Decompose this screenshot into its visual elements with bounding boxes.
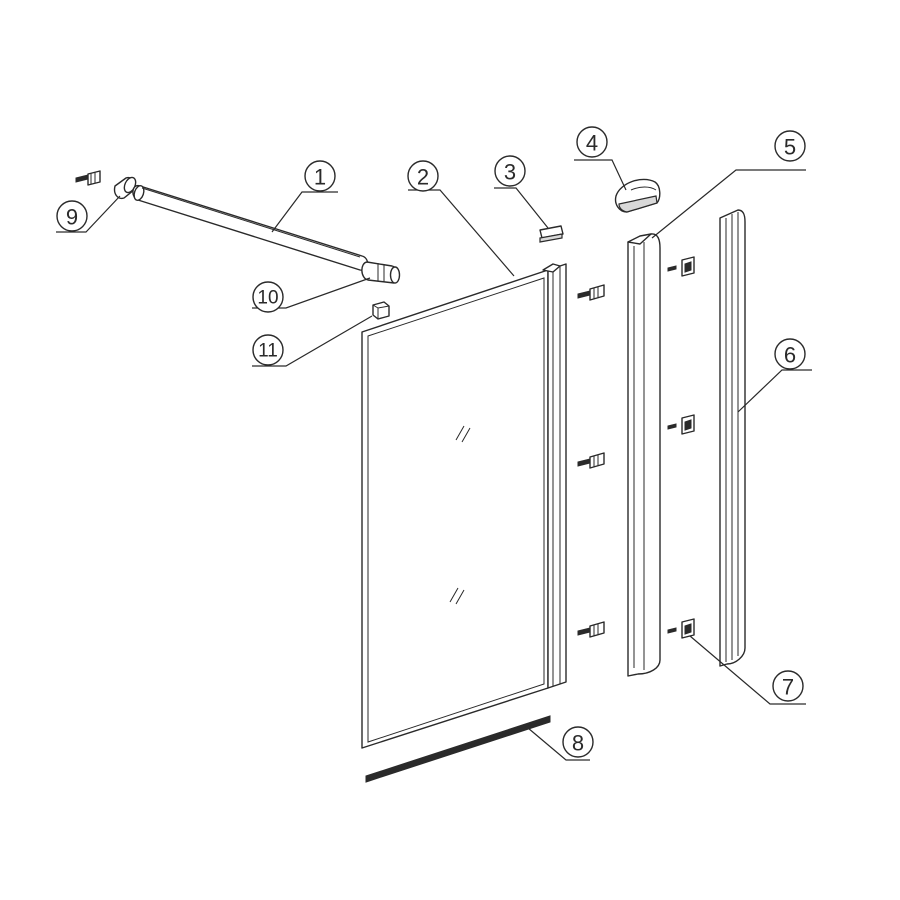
callout-8-label: 8 [572,731,584,756]
leader-9 [56,195,121,233]
leader-5 [651,169,806,239]
callout-11-label: 11 [258,341,278,362]
callout-10-label: 10 [257,288,278,309]
bracket-top [667,256,695,277]
callout-11: 11 [252,334,284,366]
leader-11 [252,315,373,367]
callout-1-label: 1 [314,165,326,190]
leader-8 [527,727,590,761]
wall-screws [577,284,605,638]
leader-lines [56,159,812,761]
callout-4: 4 [576,126,608,158]
callout-10: 10 [252,281,284,313]
part-4-top-cap [614,178,661,213]
part-2-glass-panel [361,263,567,749]
callout-8: 8 [562,726,594,758]
bracket-middle [667,414,695,435]
callout-6: 6 [774,338,806,370]
bracket-bottom [667,618,695,639]
part-10-bar-connector [361,261,401,284]
part-8-bottom-seal [365,715,551,783]
callout-3: 3 [494,155,526,187]
screw-bottom [577,621,605,638]
part-9-wall-fixing [75,170,137,200]
callout-2-label: 2 [417,165,429,190]
callout-4-label: 4 [586,131,598,156]
part-11-cap [372,301,390,320]
part-5-wall-profile [627,233,661,677]
part-7-brackets [667,256,695,639]
callout-3-label: 3 [504,160,516,185]
callout-7-label: 7 [782,675,794,700]
part-3-clip [539,225,564,243]
callout-6-label: 6 [784,343,796,368]
screw-top [577,284,605,301]
callout-1: 1 [304,160,336,192]
leader-6 [737,369,812,413]
callout-2: 2 [407,160,439,192]
callout-9-label: 9 [66,205,78,230]
leader-1 [271,191,338,233]
callout-9: 9 [56,200,88,232]
part-1-stabilizer-bar [132,184,369,271]
leader-2 [408,189,515,277]
callout-5-label: 5 [784,135,796,160]
screw-middle [577,452,605,469]
callout-7: 7 [772,670,804,702]
part-6-outer-profile [719,209,746,667]
leader-3 [494,187,549,229]
leader-7 [689,635,806,705]
leader-4 [574,159,627,191]
callout-5: 5 [774,130,806,162]
